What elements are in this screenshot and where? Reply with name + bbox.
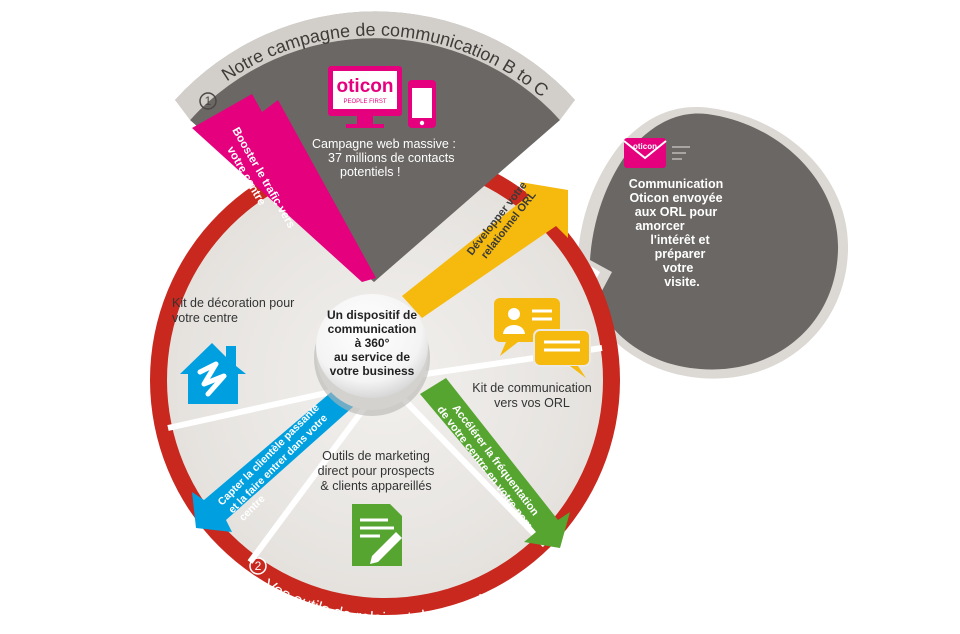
callout-line: amorcer — [635, 219, 684, 233]
callout-line: aux ORL pour — [635, 205, 718, 219]
callout-bubble — [590, 113, 839, 370]
hub-line1: Un dispositif de — [327, 308, 417, 322]
callout-line: l'intérêt et — [650, 233, 710, 247]
monitor-icon: oticon PEOPLE FIRST — [328, 66, 402, 128]
comm-kit-line2: vers vos ORL — [494, 396, 570, 410]
callout-line: votre — [663, 261, 694, 275]
marketing-line3: & clients appareillés — [320, 479, 431, 493]
envelope-icon: oticon — [623, 138, 690, 168]
section-1-number: 1 — [205, 94, 212, 108]
section-2-number: 2 — [255, 559, 262, 573]
campaign-line2: 37 millions de contacts — [328, 151, 454, 165]
hub-line2: communication — [328, 322, 417, 336]
oticon-logo: oticon — [337, 76, 394, 97]
top-campaign-sector: Booster le trafic vers votre centre 1 No… — [175, 11, 575, 282]
callout-line: Communication — [629, 177, 723, 191]
campaign-line1: Campagne web massive : — [312, 137, 456, 151]
comm-kit-line1: Kit de communication — [472, 381, 592, 395]
orl-callout: oticon Communication Oticon envoyée aux … — [578, 107, 849, 379]
chat-bubbles-icon — [494, 298, 591, 378]
section-2-badge — [249, 557, 267, 575]
hub-line3: à 360° — [355, 336, 390, 350]
callout-line: visite. — [664, 275, 699, 289]
decoration-line1: Kit de décoration pour — [172, 296, 294, 310]
envelope-brand-logo: oticon — [633, 142, 657, 151]
callout-line: Oticon envoyée — [629, 191, 722, 205]
hub-line4: au service de — [334, 350, 410, 364]
oticon-tagline: PEOPLE FIRST — [343, 99, 386, 105]
document-pen-icon — [352, 504, 402, 566]
marketing-line1: Outils de marketing — [322, 449, 430, 463]
decoration-line2: votre centre — [172, 311, 238, 325]
campaign-line3: potentiels ! — [340, 165, 400, 179]
pink-arrow-banner — [192, 94, 376, 282]
house-icon — [180, 343, 246, 404]
marketing-line2: direct pour prospects — [318, 464, 435, 478]
callout-line: préparer — [655, 247, 706, 261]
hub-line5: votre business — [330, 364, 415, 378]
section-1-badge — [199, 92, 217, 110]
phone-icon — [408, 80, 436, 128]
center-hub: Un dispositif de communication à 360° au… — [314, 294, 430, 416]
